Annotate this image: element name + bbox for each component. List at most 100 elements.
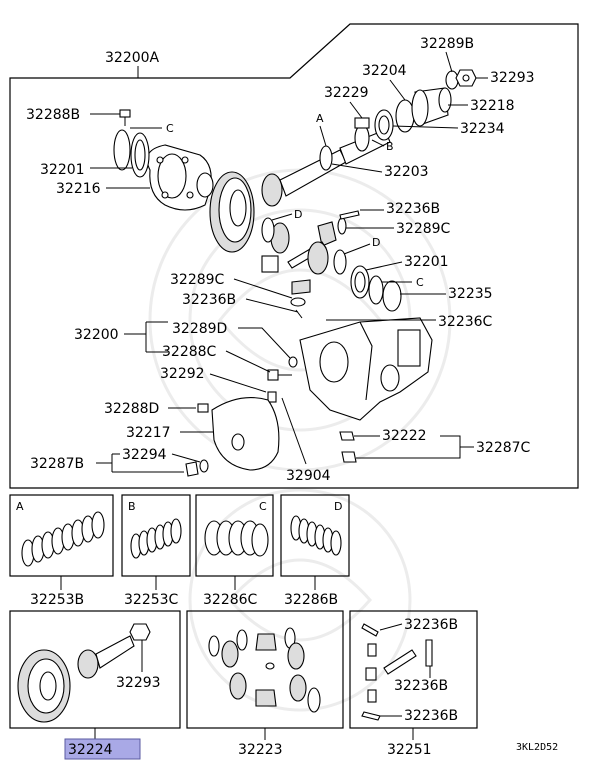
bolt-32288D[interactable] — [197, 403, 209, 413]
main-assembly-frame — [9, 23, 579, 489]
kit-a-rings[interactable] — [21, 511, 105, 567]
assembly-part-number[interactable]: 32200A — [105, 50, 160, 66]
bolt-32288B[interactable] — [119, 109, 131, 126]
pin-32236B-top[interactable] — [339, 210, 360, 220]
callout-32294[interactable]: 32294 — [122, 447, 167, 463]
kit-d-part-number[interactable]: 32286B — [284, 592, 338, 608]
callout-32904[interactable]: 32904 — [286, 468, 331, 484]
differential-gears-group[interactable] — [208, 627, 321, 713]
leader-32203 — [331, 163, 383, 173]
kit-d-letter: D — [334, 500, 342, 513]
differential-gears-part-number[interactable]: 32223 — [238, 742, 283, 758]
pinion-gear-upper[interactable] — [317, 221, 337, 247]
gear-set-nut-label[interactable]: 32293 — [116, 675, 161, 691]
callout-32234[interactable]: 32234 — [460, 121, 505, 137]
callout-32222[interactable]: 32222 — [382, 428, 427, 444]
cover-32217[interactable] — [211, 397, 280, 471]
shim-ring-c-left[interactable] — [113, 129, 131, 171]
callout-32201-right[interactable]: 32201 — [404, 254, 449, 270]
gear-set-highlight — [64, 738, 141, 760]
nut-32293[interactable] — [455, 69, 477, 87]
leader-32289B-top — [445, 51, 453, 73]
pin-32236B-lower[interactable] — [295, 309, 303, 319]
pin-set-leader-1 — [379, 623, 403, 631]
callout-32288B[interactable]: 32288B — [26, 107, 80, 123]
shim-d-top[interactable] — [261, 217, 275, 243]
seal-32204[interactable] — [395, 99, 415, 133]
callout-32204[interactable]: 32204 — [362, 63, 407, 79]
callout-32289C-b[interactable]: 32289C — [170, 272, 225, 288]
callout-32216[interactable]: 32216 — [56, 181, 101, 197]
ref-letter-d-top: D — [294, 208, 302, 221]
callout-32229[interactable]: 32229 — [324, 85, 369, 101]
pin-set-label-2[interactable]: 32236B — [394, 678, 448, 694]
ring-gear[interactable] — [209, 171, 255, 253]
callout-32217[interactable]: 32217 — [126, 425, 171, 441]
plug-32222[interactable] — [339, 431, 355, 441]
washer-32289C-lower[interactable] — [290, 297, 306, 307]
kit-a-part-number[interactable]: 32253B — [30, 592, 84, 608]
leader-32201-right — [365, 261, 403, 271]
bearing-32201-right[interactable] — [350, 265, 370, 299]
ref-letter-c-right: C — [416, 276, 424, 289]
companion-flange-32218[interactable] — [411, 87, 452, 127]
callout-32289D[interactable]: 32289D — [172, 321, 227, 337]
leader-32289D — [238, 327, 291, 359]
callout-32292[interactable]: 32292 — [160, 366, 205, 382]
callout-32203[interactable]: 32203 — [384, 164, 429, 180]
side-gear-right[interactable] — [307, 241, 329, 275]
collar-32229[interactable] — [354, 117, 370, 152]
retainer-32235[interactable] — [382, 280, 402, 312]
callout-32236C[interactable]: 32236C — [438, 314, 493, 330]
pin-set-part-number[interactable]: 32251 — [387, 742, 432, 758]
leader-ref-b — [371, 139, 385, 147]
pin-set-label-3[interactable]: 32236B — [404, 708, 458, 724]
callout-32200[interactable]: 32200 — [74, 327, 119, 343]
block-spacer[interactable] — [261, 255, 279, 273]
callout-32287C[interactable]: 32287C — [476, 440, 531, 456]
plug-32287C[interactable] — [341, 451, 357, 463]
plug-32294[interactable] — [185, 459, 209, 477]
kit-c-rings[interactable] — [204, 520, 269, 557]
bearing-32201-left[interactable] — [130, 132, 150, 178]
callout-32218[interactable]: 32218 — [470, 98, 515, 114]
gear-set-nut[interactable] — [129, 623, 151, 641]
kit-b-letter: B — [128, 500, 136, 513]
gear-set-part-number[interactable]: 32224 — [68, 742, 113, 758]
leader-32236B-b — [245, 298, 299, 313]
pin-set-parts[interactable] — [361, 623, 433, 721]
pinion-gear-lower[interactable] — [291, 279, 311, 295]
spacer-32203[interactable] — [319, 145, 333, 171]
kit-d-rings[interactable] — [290, 515, 342, 556]
callout-32289B-top[interactable]: 32289B — [420, 36, 474, 52]
callout-32235[interactable]: 32235 — [448, 286, 493, 302]
shim-d-right[interactable] — [333, 249, 347, 275]
leader-32287B-bracket — [96, 453, 184, 473]
callout-32293-top[interactable]: 32293 — [490, 70, 535, 86]
plug-32292[interactable] — [267, 391, 277, 403]
bearing-32234[interactable] — [374, 109, 394, 141]
ref-letter-b: B — [386, 140, 394, 153]
gear-set-pinion[interactable] — [77, 635, 135, 679]
pin-set-label-1[interactable]: 32236B — [404, 617, 458, 633]
shim-ring-c-right[interactable] — [368, 275, 384, 305]
thrust-washer-32289C[interactable] — [337, 217, 347, 235]
kit-b-part-number[interactable]: 32253C — [124, 592, 179, 608]
callout-32287B[interactable]: 32287B — [30, 456, 84, 472]
callout-32288C[interactable]: 32288C — [162, 344, 217, 360]
callout-32289C-a[interactable]: 32289C — [396, 221, 451, 237]
kit-b-rings[interactable] — [130, 518, 182, 559]
callout-32236B-a[interactable]: 32236B — [386, 201, 440, 217]
differential-case[interactable] — [146, 144, 214, 211]
kit-c-part-number[interactable]: 32286C — [203, 592, 258, 608]
leader-ref-d-top — [271, 213, 293, 221]
washer-32289D[interactable] — [288, 356, 298, 368]
carrier-housing[interactable] — [299, 317, 433, 421]
callout-32201-left[interactable]: 32201 — [40, 162, 85, 178]
callout-32236B-b[interactable]: 32236B — [182, 292, 236, 308]
bolt-32288C[interactable] — [267, 369, 292, 381]
washer-32289B[interactable] — [445, 70, 459, 90]
gear-set-ring-gear[interactable] — [17, 649, 71, 723]
callout-32288D[interactable]: 32288D — [104, 401, 159, 417]
